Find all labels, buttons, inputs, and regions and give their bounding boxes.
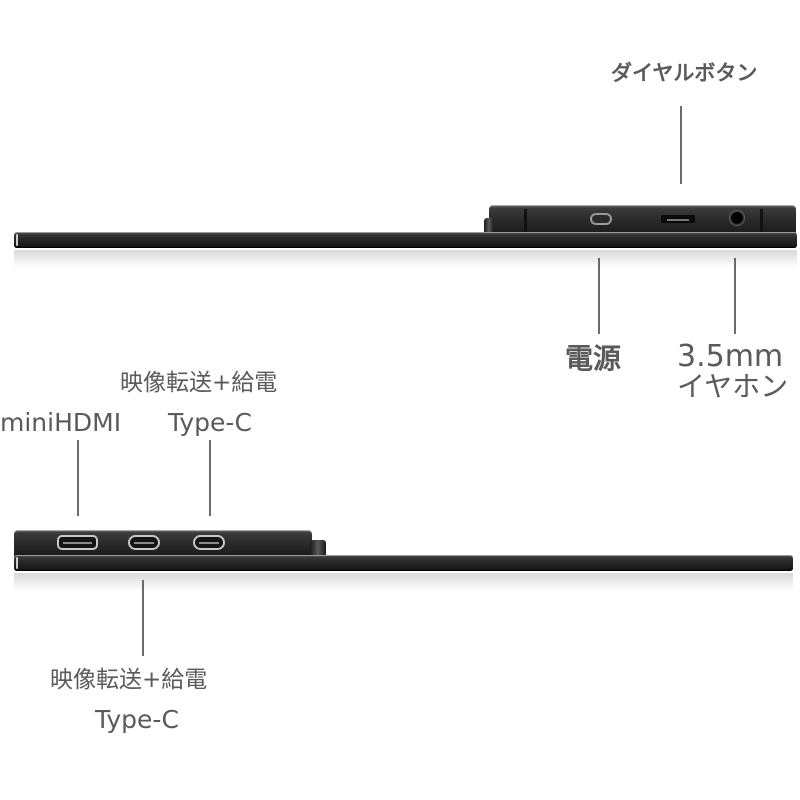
port-contact	[199, 541, 219, 544]
power-leader-line	[598, 258, 600, 334]
top-hinge	[484, 218, 494, 234]
bottom-device-reflection	[14, 573, 793, 591]
power-button-icon[interactable]	[590, 213, 612, 225]
typec-port-2-icon[interactable]	[193, 535, 225, 550]
bottom-device-body	[14, 555, 793, 571]
housing-divider	[524, 209, 527, 233]
typec-top-label-function: 映像転送+給電	[120, 370, 278, 396]
typec-top-label-name: Type-C	[168, 408, 252, 437]
port-contact	[134, 541, 154, 544]
dial-button-icon[interactable]	[661, 215, 695, 223]
typec-bottom-leader-line	[142, 580, 144, 656]
minihdmi-label: miniHDMI	[0, 408, 122, 437]
minihdmi-port-icon[interactable]	[57, 535, 98, 550]
typec-bottom-label-name: Type-C	[95, 705, 179, 734]
earphone-label-size: 3.5mm	[677, 339, 784, 374]
top-control-housing	[489, 205, 796, 235]
typec-port-1-icon[interactable]	[128, 535, 160, 550]
earphone-jack-icon[interactable]	[729, 210, 745, 226]
bottom-hinge	[310, 540, 326, 557]
top-device-reflection	[14, 250, 797, 268]
dial-button-leader-line	[680, 106, 682, 184]
port-contact	[63, 541, 92, 544]
power-label: 電源	[565, 342, 622, 375]
minihdmi-leader-line	[77, 440, 79, 516]
earphone-leader-line	[734, 258, 736, 334]
housing-divider	[760, 209, 763, 233]
dial-button-label: ダイヤルボタン	[611, 61, 758, 85]
dial-grip	[667, 219, 689, 221]
top-device-body	[14, 232, 797, 248]
bottom-port-housing	[14, 530, 312, 557]
typec-top-leader-line	[209, 440, 211, 516]
earphone-label-text: イヤホン	[677, 370, 789, 403]
typec-bottom-label-function: 映像転送+給電	[50, 667, 208, 693]
